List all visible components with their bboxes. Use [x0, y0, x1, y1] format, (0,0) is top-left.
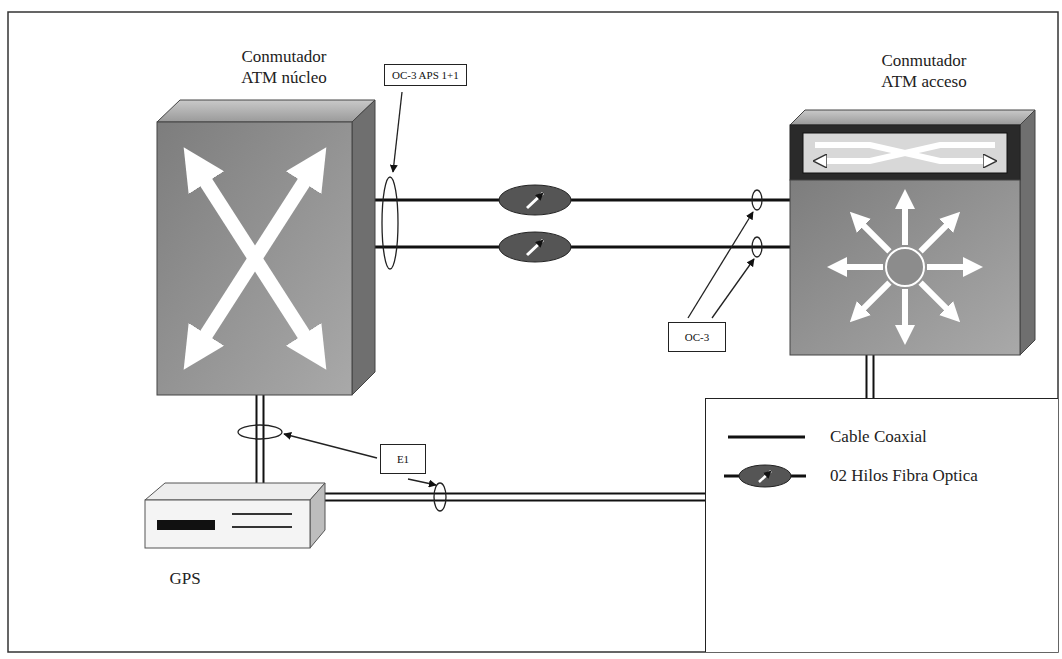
line-art	[232, 513, 292, 515]
star-arrows	[837, 199, 973, 335]
line-art	[408, 479, 436, 485]
callout-leaders	[238, 92, 762, 511]
line-art	[499, 232, 571, 262]
legend-text: 02 Hilos Fibra Optica	[830, 466, 978, 486]
callout-label: E1	[380, 444, 426, 474]
line-art	[195, 165, 315, 352]
node-heading: Conmutador ATM acceso	[865, 50, 983, 93]
line-art	[434, 483, 446, 511]
line-art	[752, 190, 762, 210]
line-art	[499, 185, 571, 215]
line-art	[157, 520, 215, 530]
star-arrow	[921, 283, 954, 316]
star-arrow	[857, 219, 890, 252]
line-art	[739, 465, 791, 487]
line-art	[195, 165, 315, 352]
star-arrow	[902, 199, 908, 245]
star-arrow	[902, 289, 908, 335]
line-art	[393, 92, 402, 172]
core-switch: Conmutador ATM núcleo	[157, 100, 375, 395]
legend-row: 02 Hilos Fibra Optica	[720, 458, 1058, 494]
legend-text: Cable Coaxial	[830, 427, 927, 447]
callout-label: OC-3	[668, 322, 726, 352]
line-art	[145, 500, 310, 548]
node-heading: Conmutador ATM núcleo	[225, 46, 343, 89]
line-art	[527, 240, 543, 255]
line-art	[382, 177, 398, 269]
line-art	[157, 100, 375, 122]
star-arrow	[837, 264, 883, 270]
star-arrow	[927, 264, 973, 270]
coax-sample	[720, 422, 810, 452]
fiber-sample	[720, 461, 810, 491]
line-art	[803, 133, 1007, 173]
legend-row: Cable Coaxial	[720, 419, 1058, 455]
gps-art	[145, 483, 325, 548]
line-art	[688, 212, 753, 318]
line-art	[712, 259, 754, 318]
frame	[8, 12, 1058, 652]
node-heading: GPS	[150, 568, 220, 589]
line-art	[820, 145, 995, 161]
line-art	[886, 248, 924, 286]
line-art	[790, 180, 1020, 355]
line-art	[759, 471, 771, 482]
legend-panel: Cable Coaxial 02 Hilos Fibra Optica	[705, 398, 1058, 652]
line-art	[790, 125, 1020, 180]
line-art	[284, 434, 377, 458]
gps-unit: GPS	[145, 483, 325, 548]
access-switch: Conmutador ATM acceso	[790, 110, 1035, 355]
line-art	[352, 100, 375, 395]
access-switch-art	[790, 110, 1035, 355]
line-art	[145, 483, 325, 500]
line-art	[1020, 110, 1035, 355]
callout-label: OC-3 APS 1+1	[384, 64, 467, 86]
fiber-symbol	[499, 185, 571, 262]
line-art	[527, 193, 543, 208]
line-art	[728, 436, 805, 439]
line-art	[238, 425, 282, 439]
line-art	[232, 526, 292, 528]
star-arrow	[921, 219, 954, 252]
line-art	[752, 237, 762, 257]
star-arrow	[857, 283, 890, 316]
line-art	[310, 483, 325, 548]
core-switch-art	[157, 100, 375, 395]
line-art	[157, 122, 352, 395]
line-art	[790, 110, 1035, 125]
oc3-fiber-link	[375, 246, 790, 249]
oc3-fiber-link	[375, 199, 790, 202]
